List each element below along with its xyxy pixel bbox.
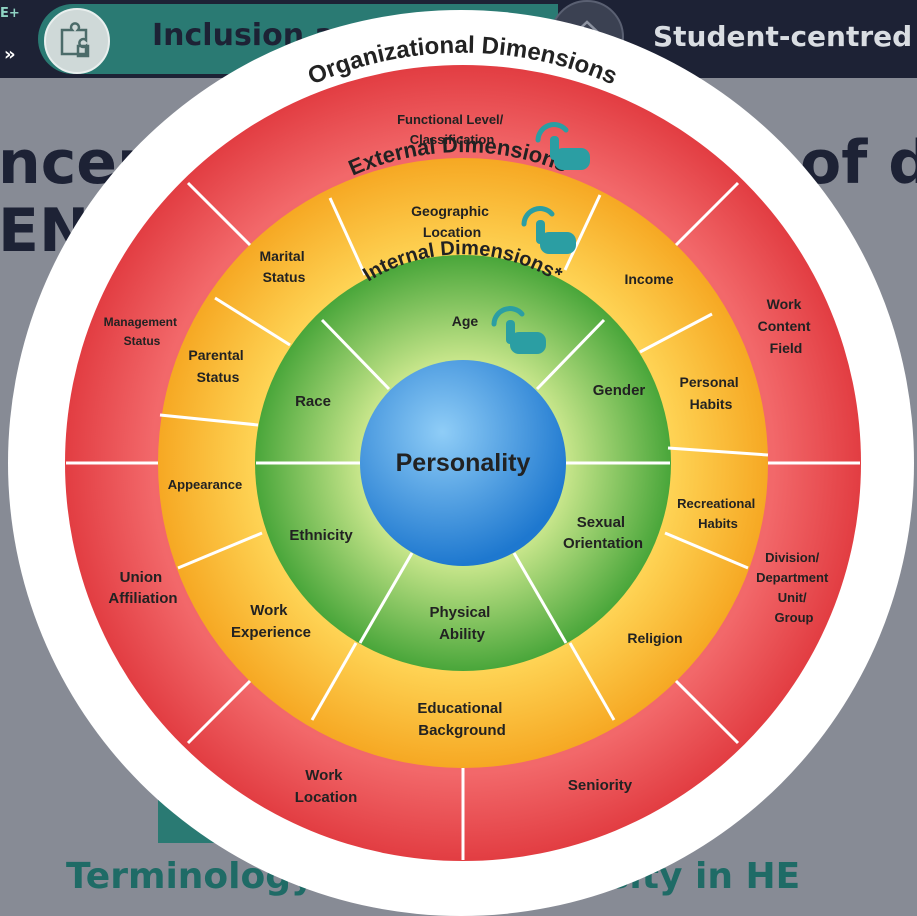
center-label: Personality bbox=[396, 449, 531, 477]
org-division-department: Division/ Department Unit/ Group bbox=[756, 550, 832, 625]
org-work-location: Work Location bbox=[295, 767, 358, 806]
pointing-hand-icon bbox=[535, 122, 590, 170]
external-appearance: Appearance bbox=[168, 477, 242, 492]
internal-ethnicity: Ethnicity bbox=[289, 527, 353, 544]
internal-gender: Gender bbox=[593, 382, 646, 399]
internal-dividers bbox=[256, 318, 670, 644]
organizational-dividers bbox=[66, 181, 860, 860]
pointing-hand-icon bbox=[521, 206, 576, 254]
internal-physical-ability: Physical Ability bbox=[429, 604, 494, 643]
external-income: Income bbox=[624, 271, 673, 287]
external-marital-status: Marital Status bbox=[259, 248, 308, 285]
org-functional-level: Functional Level/ Classification bbox=[397, 112, 507, 147]
external-work-experience: Work Experience bbox=[231, 602, 311, 641]
external-religion: Religion bbox=[627, 630, 682, 646]
external-personal-habits: Personal Habits bbox=[679, 374, 742, 412]
personality-center bbox=[360, 360, 566, 566]
internal-age: Age bbox=[452, 313, 479, 329]
external-parental-status: Parental Status bbox=[188, 347, 247, 385]
puzzle-icon bbox=[44, 8, 110, 74]
external-dividers bbox=[159, 194, 769, 721]
pointing-hand-icon bbox=[491, 306, 546, 354]
org-seniority: Seniority bbox=[568, 777, 633, 794]
org-management-status: Management Status bbox=[104, 315, 181, 348]
external-geographic-location: Geographic Location bbox=[411, 203, 493, 240]
org-union-affiliation: Union Affiliation bbox=[108, 569, 177, 607]
external-educational-background: Educational Background bbox=[417, 700, 506, 739]
internal-sexual-orientation: Sexual Orientation bbox=[563, 514, 643, 552]
org-work-content-field: Work Content Field bbox=[758, 296, 815, 356]
internal-race: Race bbox=[295, 393, 331, 410]
tab-student-centred-label: Student-centred bbox=[653, 20, 913, 53]
external-recreational-habits: Recreational Habits bbox=[677, 496, 759, 531]
expand-nav-button[interactable]: » bbox=[4, 44, 16, 65]
brand-label: E+ bbox=[0, 6, 20, 21]
